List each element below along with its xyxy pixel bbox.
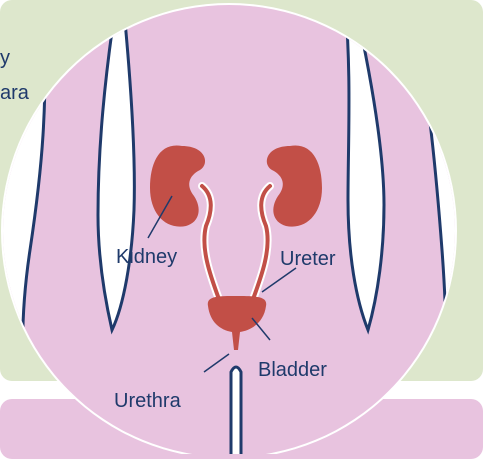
ureter-label: Ureter xyxy=(280,248,336,270)
body-background xyxy=(3,5,455,454)
urethra-label: Urethra xyxy=(114,390,182,412)
bladder-label: Bladder xyxy=(258,359,327,381)
kidney-label: Kidney xyxy=(116,246,177,268)
